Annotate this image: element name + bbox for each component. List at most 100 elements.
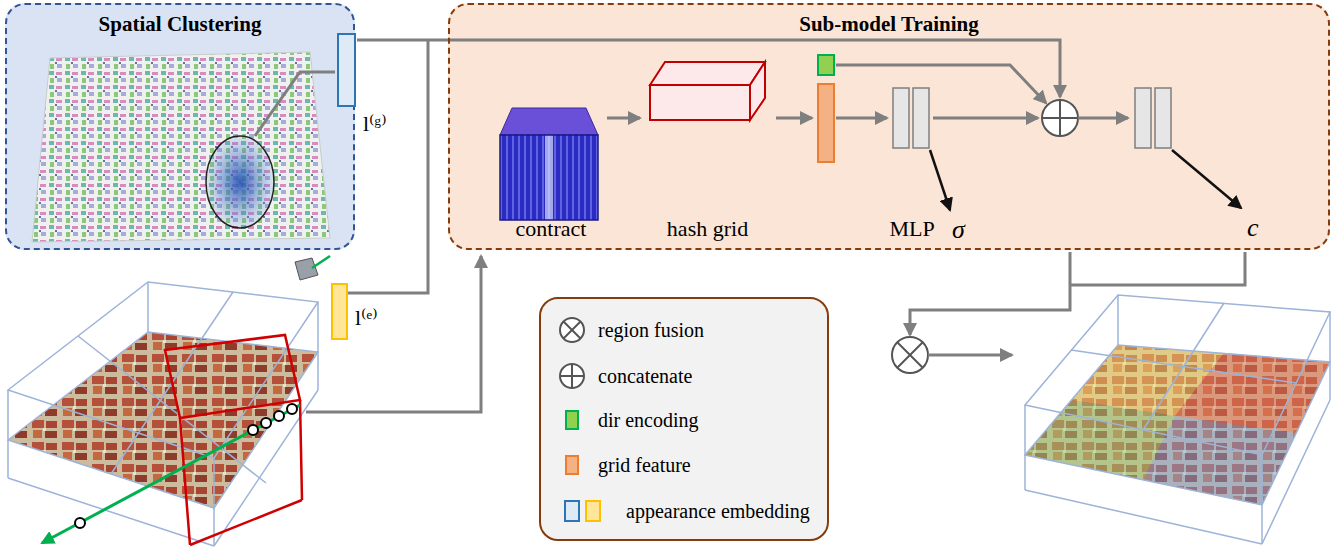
input-scene-part-part: [8, 282, 318, 458]
legend-text: dir encoding: [598, 408, 699, 432]
output-scene-part-part: [1261, 455, 1263, 544]
fusion-symbol-part: [897, 342, 923, 368]
output-scene-part: [1143, 416, 1296, 505]
feature-bars-part: [818, 84, 834, 162]
color-output: c: [1247, 214, 1259, 242]
output-scene-part: [1025, 345, 1330, 505]
embedding-vector: l⁽ᵍ⁾: [337, 33, 356, 107]
legend-text: grid feature: [598, 453, 691, 477]
concat-symbol: [1042, 100, 1078, 136]
output-scene-part-part: [1329, 312, 1331, 400]
flow-lines-part: [357, 40, 1060, 97]
input-scene: [8, 256, 330, 546]
input-scene-part-part: [214, 390, 318, 546]
hash-grid-figure: [650, 62, 765, 120]
contract-block: contract: [495, 95, 607, 244]
output-arrows: [930, 150, 1241, 210]
input-scene-part-part: [300, 400, 302, 500]
legend-box: [540, 298, 828, 540]
output-scene-part-part: [1117, 295, 1119, 345]
input-scene-part-part: [8, 478, 214, 546]
contract-figure-part: [545, 135, 553, 220]
input-scene-part: [8, 282, 318, 546]
flow-lines-part: [306, 256, 481, 412]
panel-ground: [5, 3, 355, 250]
legend-box-part-part: [560, 364, 584, 388]
legend-box-part-part: [571, 364, 573, 388]
input-scene-part-part: [287, 404, 297, 414]
legend-text: concatenate: [598, 364, 692, 388]
output-scene-part: [1025, 295, 1330, 544]
legend-box-part: [560, 318, 584, 388]
input-scene-part-part: [147, 282, 149, 332]
fusion-symbol: [892, 337, 928, 373]
block-label: contract: [516, 216, 587, 242]
flow-lines-part: [348, 40, 428, 293]
output-scene-part-part: [1024, 405, 1026, 490]
input-scene-part-part: [180, 418, 190, 545]
fusion-symbol-part: [892, 337, 928, 373]
panel-title: Sub-model Training: [450, 11, 1328, 37]
output-scene-part-part: [1025, 295, 1330, 455]
density-output: σ: [952, 216, 965, 244]
legend-text: appearance embedding: [626, 499, 810, 523]
legend-swatch: [565, 455, 579, 475]
hash-grid-figure-part: [650, 62, 765, 85]
concat-symbol-part: [1059, 100, 1061, 136]
input-scene-part-part: [261, 418, 271, 428]
contract-figure-part: [500, 135, 598, 220]
vector-label: l⁽ᵉ⁾: [355, 305, 378, 331]
input-scene-part-part: [75, 518, 85, 528]
cluster-map: [32, 52, 335, 242]
input-scene-part: [295, 258, 318, 280]
output-scene-part-part: [1025, 345, 1330, 505]
output-arrows-part: [930, 150, 950, 210]
output-scene-part-part: [1143, 303, 1224, 430]
flow-lines-part: [836, 117, 887, 120]
input-scene-part-part: [317, 302, 319, 390]
feature-bars-part: [913, 88, 929, 148]
input-scene-part: [42, 405, 300, 543]
legend-box-part: [540, 298, 828, 540]
input-scene-part-part: [213, 458, 215, 546]
hash-grid-block: hash grid: [640, 52, 775, 244]
input-scene-part-part: [274, 411, 284, 421]
legend-box-part-part: [564, 322, 581, 339]
legend-text: region fusion: [598, 318, 704, 342]
flow-lines-part: [836, 65, 1046, 103]
flow-arrow: [607, 117, 640, 120]
cluster-map-part: [32, 52, 330, 242]
input-scene-part-part: [165, 335, 300, 418]
cluster-map-part: [206, 136, 274, 228]
feature-bars-part: [1135, 88, 1151, 148]
output-scene-part-part: [1262, 400, 1330, 544]
fusion-symbol-part: [897, 342, 923, 368]
flow-lines-part: [776, 117, 812, 120]
legend-box-part-part: [560, 318, 584, 342]
embedding-vector: l⁽ᵉ⁾: [331, 283, 348, 340]
feature-bars: [818, 55, 1171, 162]
input-scene-part-part: [190, 500, 302, 545]
input-scene-part-part: [248, 425, 258, 435]
flow-lines-part: [910, 252, 1070, 335]
cluster-panel: Spatial Clustering: [5, 3, 355, 250]
contract-figure: [500, 108, 598, 220]
legend-box-part: [586, 501, 600, 521]
flow-lines-part: [1070, 252, 1245, 285]
output-scene-part-part: [1025, 490, 1262, 544]
feature-bars-part: [818, 55, 834, 75]
panel-title: Spatial Clustering: [7, 11, 353, 37]
legend-swatch: [565, 410, 579, 430]
block-label: hash grid: [667, 216, 748, 242]
output-scene: [1025, 295, 1330, 544]
output-arrows-part: [1172, 150, 1241, 208]
hash-grid-figure-part: [650, 85, 750, 120]
contract-figure-part: [500, 135, 598, 220]
input-scene-part: [75, 404, 297, 528]
input-scene-part: [312, 256, 330, 268]
cluster-map-part: [255, 72, 335, 136]
feature-bars-part: [893, 88, 909, 148]
vector-label: l⁽ᵍ⁾: [363, 111, 387, 137]
flow-lines-part: [933, 117, 1038, 120]
